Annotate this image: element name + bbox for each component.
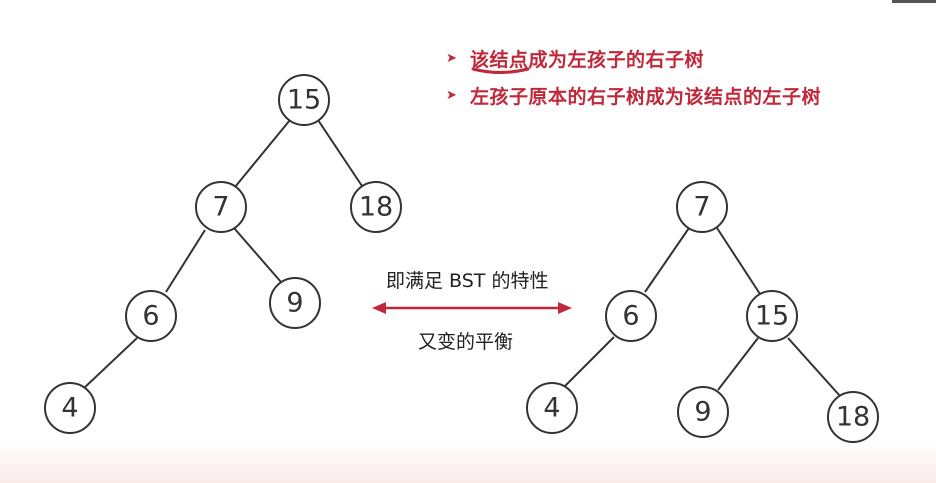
bottom-gradient	[0, 440, 936, 483]
svg-text:9: 9	[694, 397, 711, 428]
svg-text:9: 9	[286, 288, 303, 319]
tree-node: 6	[125, 290, 177, 342]
tree-node: 18	[350, 181, 402, 233]
tree-node: 4	[44, 382, 96, 434]
bullet-text: 该结点成为左孩子的右子树	[470, 48, 705, 71]
tree-node: 4	[526, 382, 578, 434]
edge-15-18-right	[787, 337, 841, 397]
tree-node: 7	[195, 181, 247, 233]
tree-node: 6	[605, 290, 657, 342]
double-arrow	[372, 302, 572, 314]
caption-bottom: 又变的平衡	[418, 331, 514, 353]
svg-text:7: 7	[693, 192, 710, 223]
highlight-underline	[471, 67, 530, 74]
tree-node: 15	[746, 290, 798, 342]
left-tree-edges	[82, 119, 363, 390]
svg-text:4: 4	[543, 393, 560, 424]
caption-top: 即满足 BST 的特性	[386, 270, 549, 292]
edge-7-15-right	[716, 227, 761, 295]
edge-7-6	[165, 229, 206, 293]
bullet-item: ➤ 该结点成为左孩子的右子树	[446, 42, 821, 74]
edge-6-4-right	[563, 336, 615, 388]
svg-text:6: 6	[622, 301, 639, 332]
bullet-list: ➤ 该结点成为左孩子的右子树 ➤ 左孩子原本的右子树成为该结点的左子树	[446, 42, 821, 116]
svg-text:15: 15	[755, 301, 789, 332]
corner-mark	[892, 0, 936, 3]
tree-node: 18	[827, 391, 879, 443]
bullet-text: 左孩子原本的右子树成为该结点的左子树	[470, 85, 822, 108]
tree-node: 7	[676, 181, 728, 233]
tree-node: 9	[677, 386, 729, 438]
right-tree-edges	[563, 227, 841, 397]
edge-7-9	[233, 227, 282, 283]
edge-6-4	[82, 337, 138, 390]
svg-text:6: 6	[142, 301, 159, 332]
svg-text:7: 7	[212, 192, 229, 223]
tree-node: 9	[269, 277, 321, 329]
svg-text:15: 15	[287, 85, 321, 116]
arrowhead-bullet-icon: ➤	[446, 50, 457, 66]
svg-text:4: 4	[61, 393, 78, 424]
arrowhead-bullet-icon: ➤	[446, 87, 457, 103]
edge-7-6-right	[644, 227, 690, 293]
edge-15-18	[317, 119, 363, 187]
bullet-item: ➤ 左孩子原本的右子树成为该结点的左子树	[446, 79, 821, 111]
tree-node: 15	[278, 74, 330, 126]
svg-text:18: 18	[836, 402, 870, 433]
edge-15-9-right	[717, 337, 759, 391]
svg-text:18: 18	[359, 192, 393, 223]
edge-15-7	[234, 119, 291, 188]
